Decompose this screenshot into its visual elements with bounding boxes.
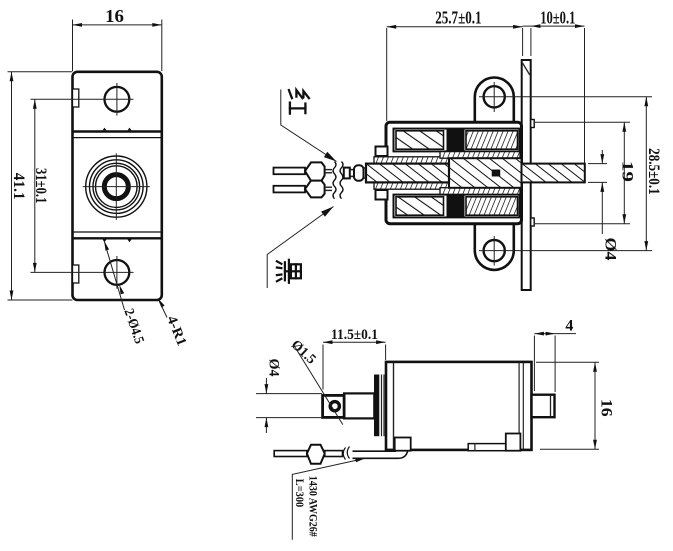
svg-text:11.5±0.1: 11.5±0.1 [331,327,378,343]
svg-text:16: 16 [598,399,615,417]
svg-text:19: 19 [619,161,636,182]
svg-text:10±0.1: 10±0.1 [540,7,575,27]
svg-text:Ø4: Ø4 [602,238,619,261]
svg-text:1430 AWG26#: 1430 AWG26# [307,476,321,537]
svg-text:16: 16 [105,6,124,26]
svg-text:28.5±0.1: 28.5±0.1 [645,148,662,195]
svg-text:25.7±0.1: 25.7±0.1 [435,7,481,27]
svg-text:Ø4: Ø4 [265,359,281,377]
svg-text:L=300: L=300 [293,479,307,507]
svg-text:31±0.1: 31±0.1 [32,168,49,203]
svg-text:41.1: 41.1 [10,173,27,200]
svg-text:4: 4 [565,318,573,335]
